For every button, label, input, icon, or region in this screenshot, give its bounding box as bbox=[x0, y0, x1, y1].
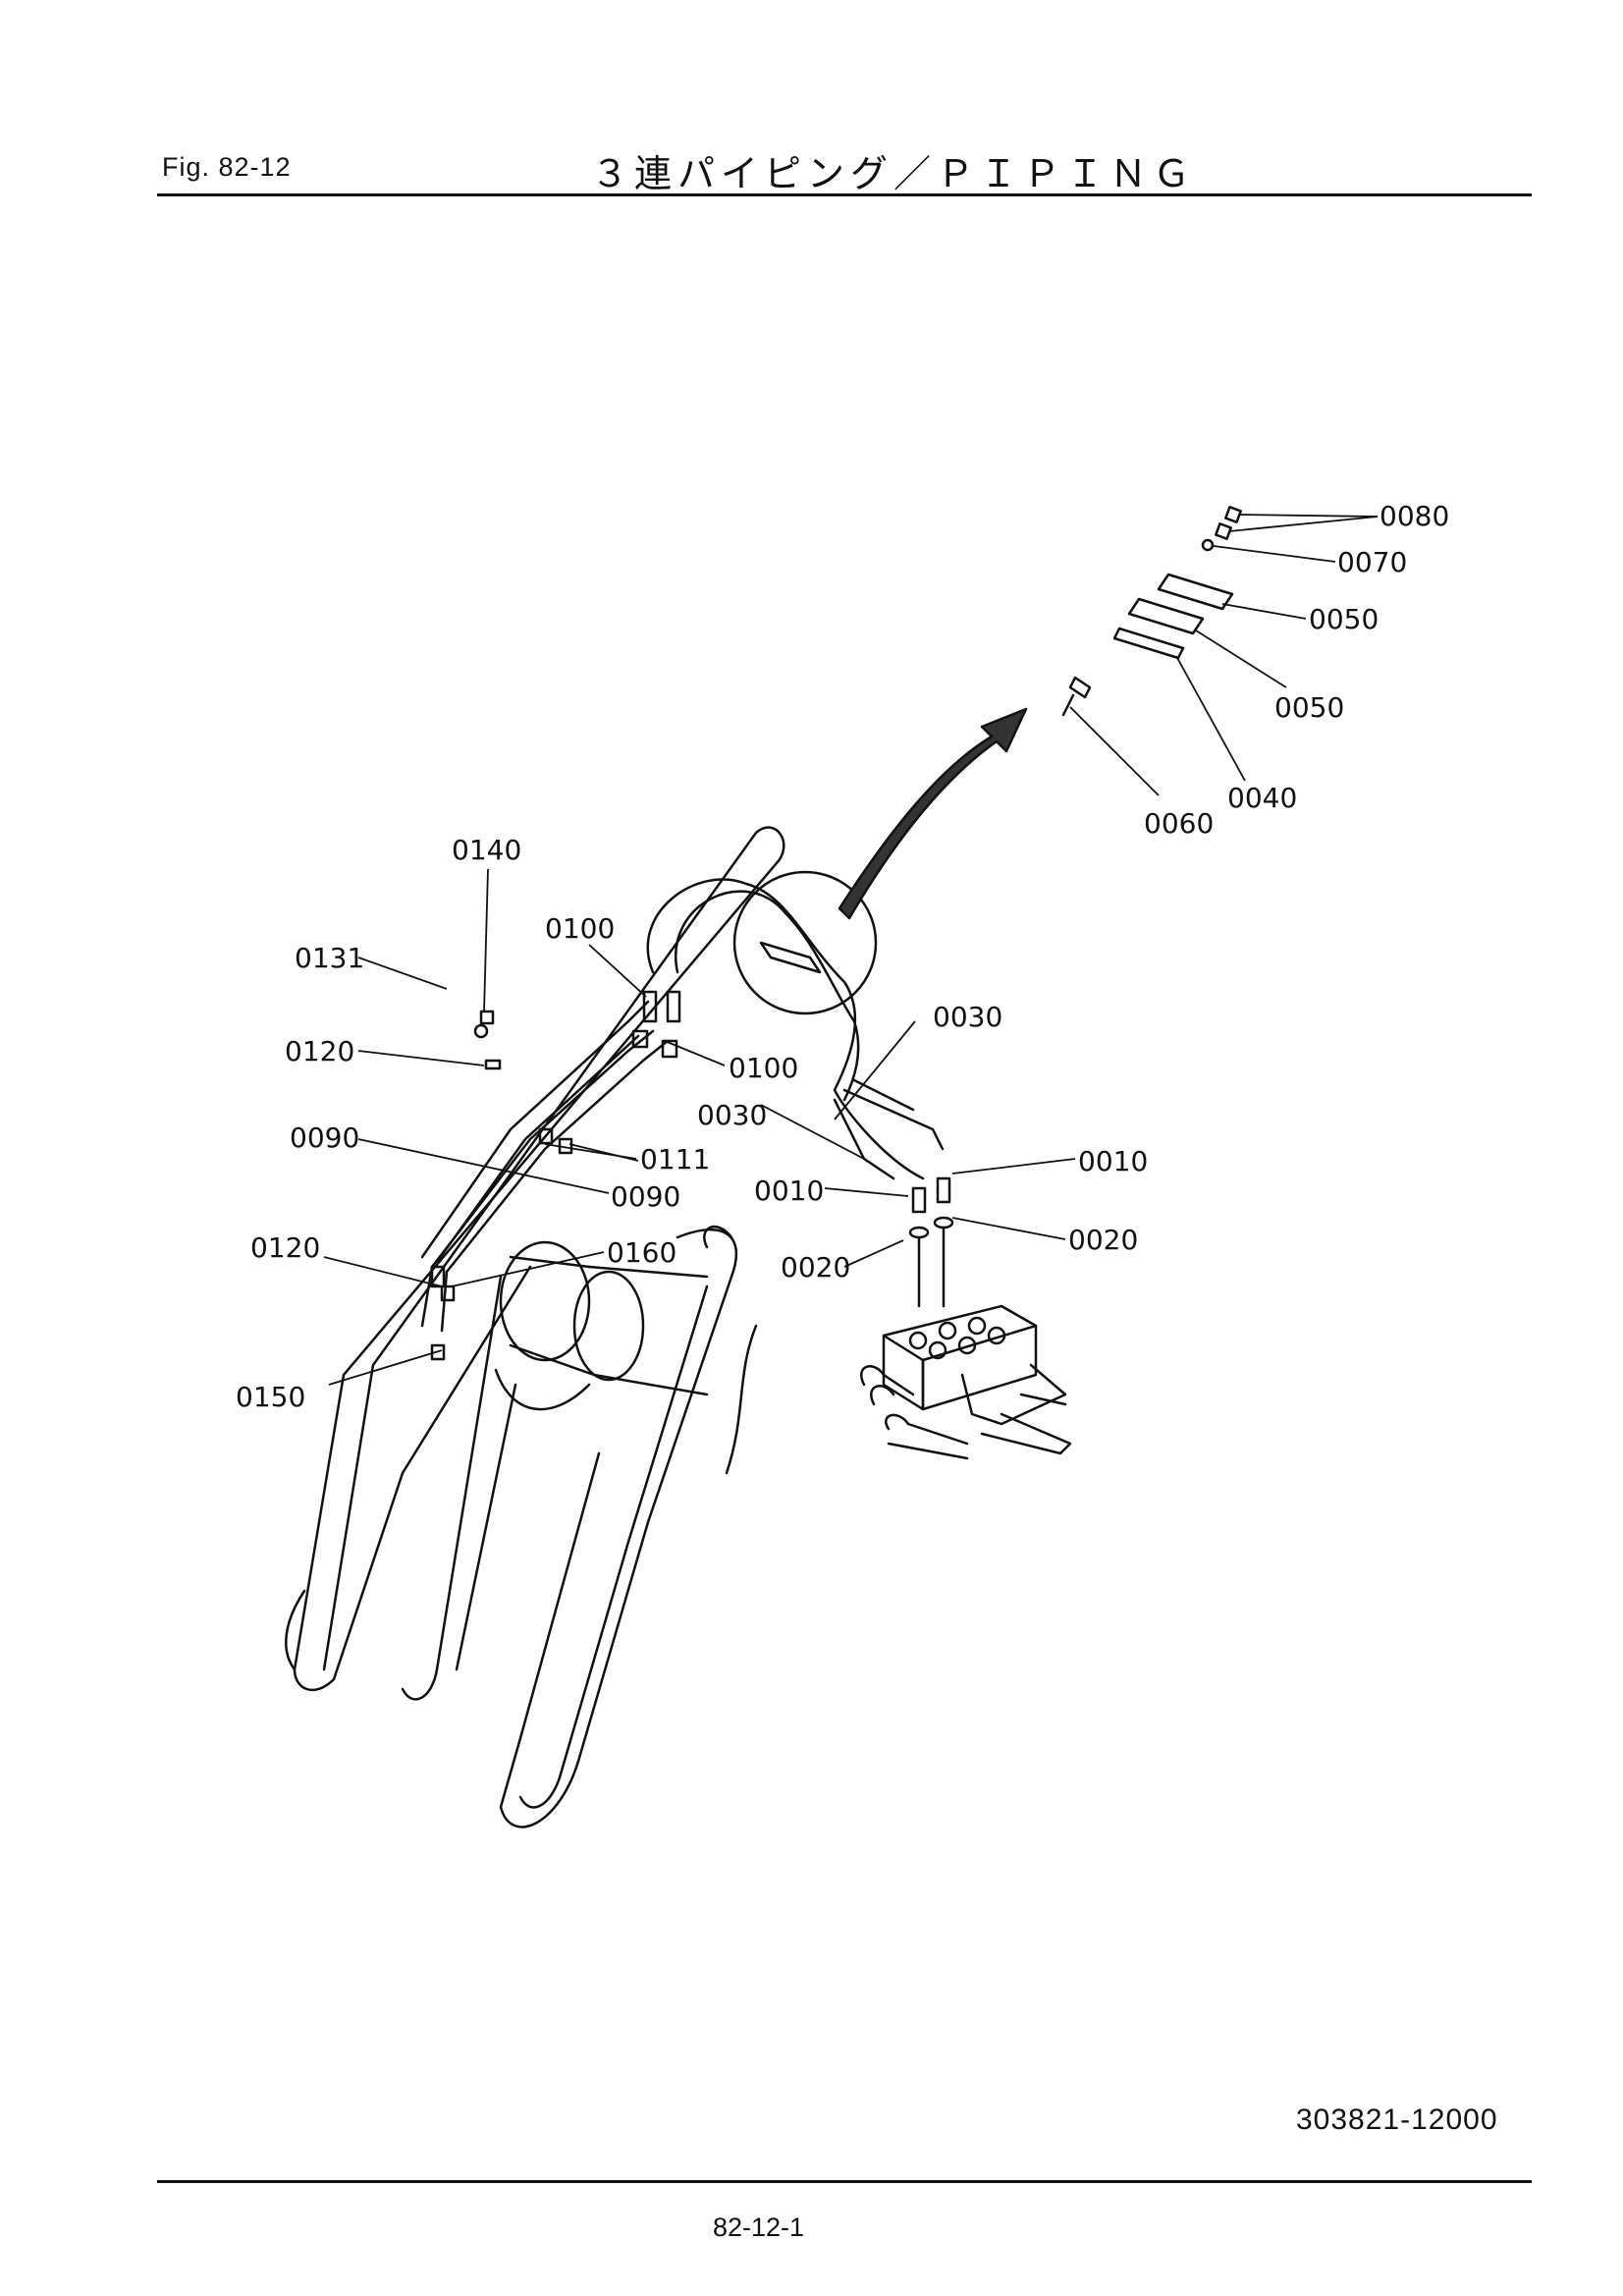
page-title: ３連パイピング／ＰＩＰＩＮＧ bbox=[590, 152, 1196, 195]
callout-0020-left: 0020 bbox=[781, 1251, 850, 1284]
callout-0030-lower: 0030 bbox=[697, 1099, 767, 1131]
boom-arm-outline bbox=[285, 826, 785, 1829]
callout-0060: 0060 bbox=[1144, 807, 1214, 840]
callout-0150: 0150 bbox=[236, 1381, 305, 1413]
callout-0120-upper: 0120 bbox=[285, 1035, 354, 1067]
callout-0070: 0070 bbox=[1337, 546, 1407, 578]
valve-connectors bbox=[908, 1176, 954, 1308]
boom-pivot-cylinder bbox=[494, 1240, 709, 1411]
drawing-number: 303821-12000 bbox=[1296, 2104, 1498, 2136]
callout-0111: 0111 bbox=[640, 1143, 710, 1175]
page-number: 82-12-1 bbox=[713, 2213, 805, 2242]
callout-0050-lower: 0050 bbox=[1274, 691, 1344, 724]
clamp-parts-exploded bbox=[1061, 506, 1242, 717]
leader-lines bbox=[323, 514, 1379, 1386]
callout-0030-upper: 0030 bbox=[933, 1001, 1002, 1033]
callout-0090-right: 0090 bbox=[611, 1180, 680, 1213]
callout-0140: 0140 bbox=[452, 834, 521, 866]
header-rule bbox=[157, 193, 1532, 196]
callout-0050-upper: 0050 bbox=[1309, 603, 1379, 635]
callout-0160: 0160 bbox=[607, 1236, 676, 1269]
callout-0040: 0040 bbox=[1227, 782, 1297, 814]
callout-0010-right: 0010 bbox=[1078, 1145, 1148, 1177]
callout-0090-left: 0090 bbox=[290, 1121, 359, 1154]
callout-0010-left: 0010 bbox=[754, 1175, 824, 1207]
callout-0080: 0080 bbox=[1380, 500, 1449, 532]
callout-0131: 0131 bbox=[295, 942, 364, 974]
callout-0020-right: 0020 bbox=[1068, 1224, 1138, 1256]
callout-0100-lower: 0100 bbox=[729, 1052, 798, 1084]
clamp-detail bbox=[759, 941, 822, 974]
hose-fittings bbox=[430, 990, 681, 1361]
callout-0120-lower: 0120 bbox=[250, 1231, 320, 1264]
figure-number: Fig. 82-12 bbox=[162, 152, 292, 182]
footer-rule bbox=[157, 2180, 1532, 2183]
hydraulic-hoses bbox=[420, 878, 945, 1333]
detail-zoom-circle bbox=[732, 870, 878, 1015]
zoom-arrow-icon bbox=[838, 707, 1028, 920]
callout-0100-upper: 0100 bbox=[545, 912, 615, 945]
control-valve-body bbox=[860, 1304, 1072, 1460]
